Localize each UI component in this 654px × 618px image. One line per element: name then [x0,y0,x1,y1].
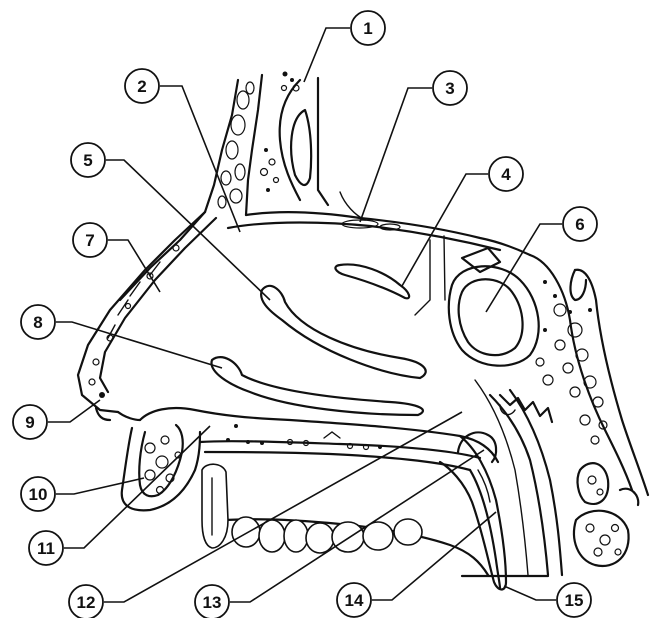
leader-1 [304,28,350,82]
callout-12-label: 12 [77,593,96,612]
callout-11-label: 11 [37,539,55,558]
leader-15 [504,586,556,600]
leader-10 [56,478,144,494]
callout-10: 10 [21,477,55,511]
callout-5: 5 [71,143,105,177]
callout-7: 7 [73,223,107,257]
callout-14-label: 14 [345,591,364,610]
callout-11: 11 [29,531,63,565]
callout-2: 2 [125,69,159,103]
callout-7-label: 7 [85,231,94,250]
superior-turbinate [335,236,445,315]
sphenoid-sinus [449,248,539,366]
callout-1: 1 [351,11,385,45]
callout-13: 13 [195,585,229,618]
callout-8: 8 [21,305,55,339]
leader-2 [160,86,240,232]
callout-6-label: 6 [575,215,584,234]
middle-turbinate [261,286,426,378]
callout-4: 4 [489,157,523,191]
callout-6: 6 [563,207,597,241]
callout-14: 14 [337,583,371,617]
callout-3-label: 3 [445,79,454,98]
callout-1-label: 1 [363,19,372,38]
posterior-skull [530,255,648,495]
callout-5-label: 5 [83,151,92,170]
callout-8-label: 8 [33,313,42,332]
leader-3 [360,88,432,222]
callout-2-label: 2 [137,77,146,96]
cavity-roof [228,192,530,255]
callout-12: 12 [69,585,103,618]
leader-lines [48,28,562,602]
leader-11 [64,426,210,548]
callout-9-label: 9 [25,413,34,432]
callout-15-label: 15 [565,591,584,610]
callout-13-label: 13 [203,593,222,612]
callout-15: 15 [557,583,591,617]
callout-4-label: 4 [501,165,511,184]
frontal-sinus [261,72,329,206]
callout-3: 3 [433,71,467,105]
leader-14 [372,512,496,600]
inferior-turbinate [212,357,423,415]
callout-10-label: 10 [29,485,48,504]
leader-8 [56,322,222,368]
callout-9: 9 [13,405,47,439]
anatomy-drawing [78,72,648,590]
